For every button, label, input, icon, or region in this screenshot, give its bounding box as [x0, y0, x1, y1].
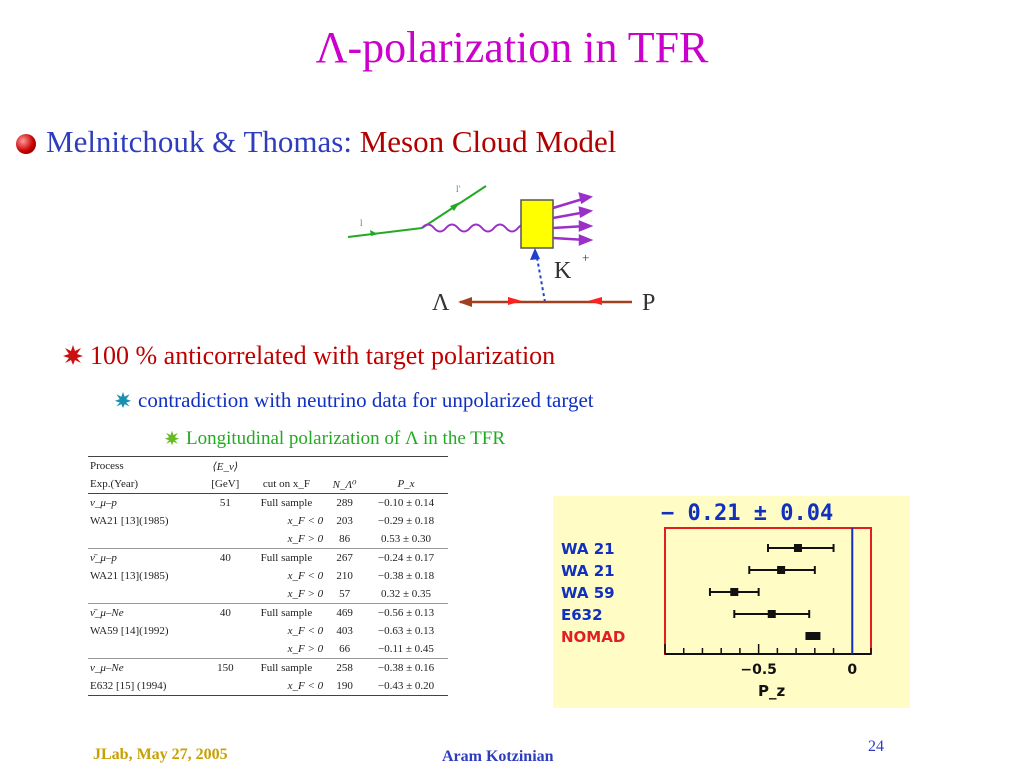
teal-star-bullet-icon [114, 391, 132, 409]
table-row: x_F > 0 86 0.53 ± 0.30 [287, 533, 432, 545]
polarization-table: Process ⟨E_ν⟩ Exp.(Year) [GeV] cut on x_… [88, 456, 448, 696]
bullet-contradiction: contradiction with neutrino data for unp… [114, 388, 594, 413]
bullet4-text: Longitudinal polarization of Λ in the TF… [186, 428, 506, 449]
table-row: E632 [15] (1994) x_F < 0 190 −0.43 ± 0.2… [88, 677, 448, 696]
table-row: WA21 [13](1985) x_F < 0 203 −0.29 ± 0.18 [90, 515, 435, 527]
table-row: WA21 [13](1985) x_F < 0 210 −0.38 ± 0.18 [90, 570, 435, 582]
slide-title: Λ-polarization in TFR [315, 23, 709, 72]
table-row: WA59 [14](1992) x_F < 0 403 −0.63 ± 0.13 [90, 625, 435, 637]
table-row: x_F > 0 57 0.32 ± 0.35 [287, 588, 432, 600]
lambda-arrow-icon [458, 297, 472, 307]
data-point-marker [777, 566, 786, 574]
red-star-bullet-icon [63, 345, 83, 365]
header-p: P_x [364, 475, 448, 494]
header-energy: ⟨E_ν⟩ [202, 456, 248, 475]
table-row: ν_μ–Ne 150 Full sample 258 −0.38 ± 0.16 [88, 658, 448, 677]
hadron-arrows-icon [552, 192, 594, 246]
polarization-plot: − 0.21 ± 0.04 P_z −0.5 0 WA 21 WA 21 WA 59 E6… [553, 496, 910, 708]
table-row: ν_μ–p 51 Full sample 289 −0.10 ± 0.14 [88, 493, 448, 512]
bullet3-text: contradiction with neutrino data for unp… [138, 388, 594, 412]
series-label: WA 59 [561, 584, 615, 602]
header-n: N_Λ⁰ [325, 475, 365, 494]
lepton-in-label: l [360, 218, 363, 228]
nucleon-blob [520, 199, 554, 249]
header-cut: cut on x_F [247, 475, 326, 494]
kaon-line [535, 251, 546, 303]
data-point-marker [767, 610, 776, 618]
green-star-bullet-icon [164, 430, 180, 446]
lambda-label: Λ [432, 290, 450, 316]
series-label: NOMAD [561, 628, 625, 646]
footer-date: JLab, May 27, 2005 [93, 746, 228, 763]
data-point-marker [730, 588, 739, 596]
data-point-marker [793, 544, 802, 552]
series-label: WA 21 [561, 562, 615, 580]
header-exp: Exp.(Year) [88, 475, 203, 494]
series-label: WA 21 [561, 540, 615, 558]
kaon-charge: + [582, 250, 589, 265]
plot-tick-label: −0.5 [740, 662, 777, 678]
bullet-anticorrelated: 100 % anticorrelated with target polariz… [62, 341, 555, 371]
lepton-arrow-icon [370, 230, 378, 236]
plot-average-label: − 0.21 ± 0.04 [661, 501, 833, 526]
red-ball-bullet-icon [16, 134, 36, 154]
meson-cloud-diagram: l l' K + Λ P [347, 184, 655, 316]
header-process: Process [88, 456, 203, 475]
footer-author: Aram Kotzinian [442, 748, 554, 765]
kaon-arrow-icon [530, 248, 540, 260]
table-row: ν̄_μ–p 40 Full sample 267 −0.24 ± 0.17 [88, 548, 448, 567]
bullet2-text: 100 % anticorrelated with target polariz… [90, 341, 556, 370]
data-point-marker [805, 632, 821, 640]
bullet-longitudinal: Longitudinal polarization of Λ in the TF… [164, 428, 505, 450]
bullet1-authors: Melnitchouk & Thomas: [46, 124, 360, 159]
bullet-meson-cloud: Melnitchouk & Thomas: Meson Cloud Model [16, 124, 616, 160]
header-energy-unit: [GeV] [202, 475, 248, 494]
plot-tick-label: 0 [847, 662, 857, 678]
series-label: E632 [561, 606, 603, 624]
table-row: ν̄_μ–Ne 40 Full sample 469 −0.56 ± 0.13 [88, 603, 448, 622]
incoming-lepton-line [347, 227, 423, 238]
lepton-out-arrow-icon [450, 202, 460, 211]
bullet1-model: Meson Cloud Model [359, 124, 617, 159]
proton-label: P [642, 290, 655, 316]
page-number: 24 [868, 738, 884, 755]
polarization-plot-svg: − 0.21 ± 0.04 P_z −0.5 0 WA 21 WA 21 WA 59 E6… [561, 501, 872, 700]
spin-arrows-icon [508, 297, 602, 305]
kaon-label: K [554, 258, 572, 284]
lepton-out-label: l' [456, 184, 461, 194]
table-row: x_F > 0 66 −0.11 ± 0.45 [287, 643, 434, 655]
plot-x-label: P_z [758, 682, 785, 700]
